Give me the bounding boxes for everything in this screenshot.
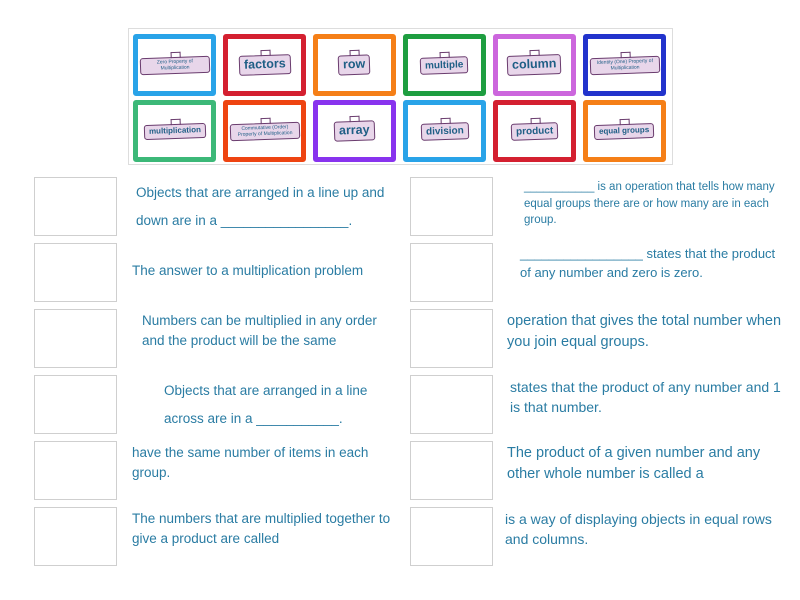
clue-text: Numbers can be multiplied in any order a…	[142, 313, 377, 348]
drop-box[interactable]	[410, 507, 493, 566]
tile-label: Identity (One) Property of Multiplicatio…	[589, 55, 660, 75]
drop-box[interactable]	[34, 177, 117, 236]
word-tile[interactable]: multiplication	[133, 100, 216, 162]
drop-box[interactable]	[410, 177, 493, 236]
word-tile[interactable]: factors	[223, 34, 306, 96]
word-tile[interactable]: Commutative (Order) Property of Multipli…	[223, 100, 306, 162]
word-bank: Zero Property of Multiplication factors ro…	[128, 28, 673, 165]
word-tile[interactable]: product	[493, 100, 576, 162]
drop-box[interactable]	[34, 441, 117, 500]
tile-label: Commutative (Order) Property of Multipli…	[229, 121, 300, 141]
clue-text: Objects that are arranged in a line up a…	[136, 185, 385, 229]
tile-label: equal groups	[594, 122, 655, 140]
clue-text: The product of a given number and any ot…	[507, 445, 761, 483]
word-tile[interactable]: division	[403, 100, 486, 162]
drop-box[interactable]	[34, 375, 117, 434]
drop-box[interactable]	[410, 243, 493, 302]
word-tile[interactable]: Identity (One) Property of Multiplicatio…	[583, 34, 666, 96]
clue-text: The numbers that are multiplied together…	[132, 511, 391, 546]
word-tile[interactable]: row	[313, 34, 396, 96]
tile-label: multiplication	[143, 122, 206, 140]
clue-text: ___________ is an operation that tells h…	[524, 181, 775, 227]
clue-text: have the same number of items in each gr…	[132, 445, 369, 480]
word-tile[interactable]: multiple	[403, 34, 486, 96]
clue-text: _________________ states that the produc…	[520, 246, 776, 280]
word-tile[interactable]: equal groups	[583, 100, 666, 162]
clue-text: Objects that are arranged in a line acro…	[164, 383, 368, 427]
word-tile[interactable]: Zero Property of Multiplication	[133, 34, 216, 96]
drop-box[interactable]	[34, 309, 117, 368]
drop-box[interactable]	[410, 309, 493, 368]
clue-text: states that the product of any number an…	[510, 379, 781, 416]
tile-label: factors	[238, 54, 291, 76]
tile-label: row	[338, 54, 371, 76]
drop-box[interactable]	[410, 375, 493, 434]
tile-label: multiple	[420, 55, 469, 75]
tile-label: array	[333, 120, 376, 142]
drop-box[interactable]	[410, 441, 493, 500]
word-tile[interactable]: array	[313, 100, 396, 162]
drop-box[interactable]	[34, 507, 117, 566]
tile-label: division	[420, 121, 469, 141]
tile-label: Zero Property of Multiplication	[139, 55, 210, 75]
clue-text: operation that gives the total number wh…	[507, 313, 782, 351]
tile-label: product	[510, 121, 559, 141]
clue-text: The answer to a multiplication problem	[132, 263, 364, 278]
word-tile[interactable]: column	[493, 34, 576, 96]
clue-text: is a way of displaying objects in equal …	[505, 511, 772, 548]
tile-label: column	[506, 54, 563, 76]
drop-box[interactable]	[34, 243, 117, 302]
